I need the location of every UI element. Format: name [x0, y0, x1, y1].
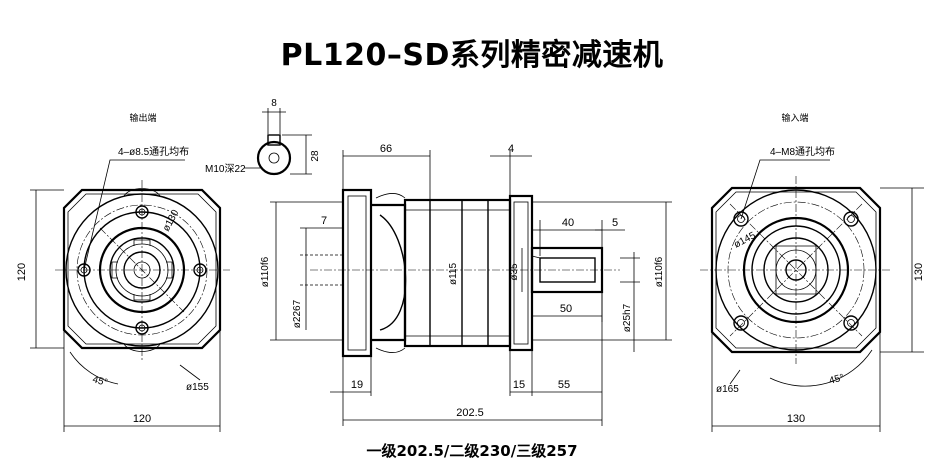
dim-55: 55 — [558, 379, 570, 391]
input-end-label: 输入端 — [781, 112, 808, 123]
input-bolt-holes — [733, 211, 859, 331]
angle-left-label: 45° — [91, 374, 108, 389]
input-holes-label: 4–M8通孔均布 — [770, 146, 835, 158]
dim-66: 66 — [380, 143, 392, 155]
key-height-label: 28 — [310, 150, 321, 162]
angle-right-label: 45° — [828, 372, 845, 387]
dim-120-vertical: 120 — [16, 263, 28, 281]
d-25h7: ø25h7 — [622, 303, 633, 332]
dim-50: 50 — [560, 303, 572, 315]
d-110f6-right: ø110f6 — [654, 256, 665, 287]
dim-120-horizontal: 120 — [133, 413, 151, 425]
output-flange-square — [62, 188, 222, 350]
output-end-view: 输出端 — [16, 112, 230, 432]
output-flange — [341, 188, 373, 358]
input-flange-square — [710, 186, 882, 354]
dim-40: 40 — [562, 217, 574, 229]
dim-5: 5 — [612, 217, 618, 229]
dim-130-vertical: 130 — [913, 263, 925, 281]
dim-4: 4 — [508, 143, 514, 155]
dim-130-horizontal: 130 — [787, 413, 805, 425]
pcd-145-label: ø145 — [732, 230, 758, 251]
shaft-section — [256, 140, 292, 176]
output-end-label: 输出端 — [129, 112, 156, 123]
stage-lengths-caption: 一级202.5/二级230/三级257 — [366, 442, 578, 460]
key-width-label: 8 — [271, 98, 277, 109]
page-title: PL120–SD系列精密减速机 — [280, 38, 664, 73]
shaft-key-detail: 8 28 M10深22 — [205, 98, 321, 176]
input-end-view: 输入端 4–M8通孔均布 ø145 ø1 — [700, 112, 925, 432]
output-holes-label: 4–ø8.5通孔均布 — [118, 146, 189, 158]
d-35: ø35 — [509, 263, 520, 281]
pcd-130-label: ø130 — [161, 208, 182, 234]
d-115: ø115 — [448, 263, 459, 285]
dim-15: 15 — [513, 379, 525, 391]
dim-7: 7 — [321, 215, 327, 227]
d-110f6-left: ø110f6 — [260, 256, 271, 287]
pcd-165-label: ø165 — [716, 384, 739, 395]
thread-label: M10深22 — [205, 163, 246, 175]
pcd-155-label: ø155 — [186, 382, 209, 393]
dim-202-5: 202.5 — [456, 407, 484, 419]
d-2267: ø2267 — [292, 299, 303, 328]
dim-19: 19 — [351, 379, 363, 391]
side-view: 66 4 7 40 5 ø110f6 ø2267 ø115 — [260, 143, 672, 426]
